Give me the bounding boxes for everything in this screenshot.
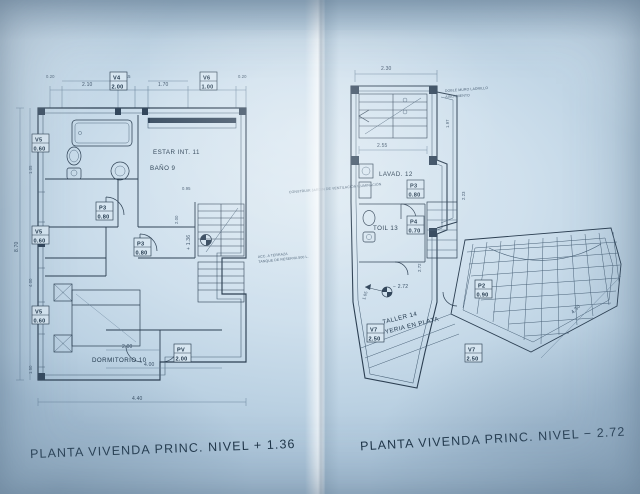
tag-P3-upper: P3 0.80 xyxy=(95,201,114,221)
tag-P3-lower-label: P3 xyxy=(137,242,144,248)
left-note-0: ACC. A TERRAZA xyxy=(258,252,289,259)
tag-right-V7-left: V7 2.50 xyxy=(366,323,385,343)
tag-V5-bottom: V5 0.60 xyxy=(31,305,50,325)
tag-right-P4-label: P4 xyxy=(410,220,418,226)
left-dim-bottom-2: 4.40 xyxy=(132,396,143,402)
right-dim-top-0: 2.30 xyxy=(381,66,392,72)
tag-right-V7R-size: 2.50 xyxy=(467,357,479,363)
left-level-text: + 1.36 xyxy=(186,235,192,250)
tag-right-P3-size: 0.80 xyxy=(409,193,421,199)
bed-furniture xyxy=(53,283,141,353)
bano-fixtures xyxy=(66,119,133,181)
right-plan-walls xyxy=(350,85,448,389)
tag-V4-size: 2.00 xyxy=(112,85,124,91)
right-note-1: AISLAMIENTO xyxy=(445,93,470,99)
tag-V6-label: V6 xyxy=(203,76,210,82)
tag-right-P4: P4 0.70 xyxy=(406,215,425,235)
left-chain-dim-2: 4.00 xyxy=(28,278,33,287)
left-plan-doors xyxy=(105,196,179,363)
right-dim-top-1: 2.55 xyxy=(377,143,388,149)
left-chain-dim-3: 1.50 xyxy=(28,365,33,374)
tag-PV-size: 2.00 xyxy=(176,357,188,363)
room-label-dormitorio: DORMITORIO 10 xyxy=(92,357,147,364)
room-label-estar: ESTAR INT. 11 xyxy=(153,149,200,156)
right-plan-doors xyxy=(394,203,458,307)
toilet-fixtures xyxy=(359,203,426,263)
tag-V4-label: V4 xyxy=(113,76,121,82)
light-well-hatch xyxy=(426,201,458,259)
tag-right-P2: P2 0.90 xyxy=(474,279,493,299)
left-note-1: TANQUE DE RESERVA 500 L. xyxy=(258,255,309,264)
level-marker-right xyxy=(364,284,393,298)
left-dim-bottom-0: 2.00 xyxy=(122,344,133,350)
left-dim-top-0: 0.20 xyxy=(46,74,55,79)
tag-P3-lower-size: 0.80 xyxy=(136,251,148,257)
right-top-dimension xyxy=(354,70,438,82)
tag-V5-mid-size: 0.60 xyxy=(34,239,46,245)
right-small-dim-1: 2.23 xyxy=(461,191,466,200)
tag-right-P3: P3 0.80 xyxy=(406,179,425,199)
tag-right-V7L-label: V7 xyxy=(370,328,377,334)
left-inner-dim-0: 0.95 xyxy=(182,186,191,191)
left-overall-dim-text: 8.70 xyxy=(14,241,20,252)
left-wall-windows xyxy=(38,191,45,368)
tag-right-P4-size: 0.70 xyxy=(409,229,421,235)
right-note-0: DOBLE MURO LADRILLO xyxy=(445,86,489,93)
left-plan-notes: ACC. A TERRAZA TANQUE DE RESERVA 500 L. xyxy=(258,252,309,264)
tag-V5-top-label: V5 xyxy=(35,138,42,144)
left-dim-top-1: 2.10 xyxy=(82,82,93,88)
tag-V4: V4 2.00 xyxy=(109,71,128,91)
tag-right-P3-label: P3 xyxy=(410,184,417,190)
left-plan-staircase xyxy=(197,203,245,303)
room-label-toil: TOIL 13 xyxy=(373,225,398,232)
tag-PV-label: PV xyxy=(177,348,185,354)
tag-right-V7-right: V7 2.50 xyxy=(464,343,483,363)
tag-V5-mid-label: V5 xyxy=(35,230,42,236)
tag-V5-top: V5 0.60 xyxy=(31,133,50,153)
right-small-dim-2: 1.05 xyxy=(361,290,369,300)
left-dim-top-3: 1.70 xyxy=(158,82,169,88)
right-plan-sill-lines xyxy=(360,313,460,369)
tag-V5-middle: V5 0.60 xyxy=(31,225,50,245)
tag-right-V7R-label: V7 xyxy=(468,348,475,354)
right-small-dim-0: 1.97 xyxy=(445,119,450,128)
left-dim-bottom-1: 4.00 xyxy=(144,362,155,368)
left-chain-dim-1: 1.05 xyxy=(28,165,33,174)
tag-right-P2-label: P2 xyxy=(478,284,485,290)
tag-V5-top-size: 0.60 xyxy=(34,147,46,153)
room-label-bano: BAÑO 9 xyxy=(150,165,176,172)
tag-P3-upper-label: P3 xyxy=(99,206,106,212)
right-plan-notes: DOBLE MURO LADRILLO AISLAMIENTO xyxy=(445,86,489,99)
right-plan-staircase xyxy=(358,93,428,139)
paper-fold-center-line xyxy=(318,0,324,494)
left-bottom-dimension-chain xyxy=(37,349,247,406)
tag-V5-bot-size: 0.60 xyxy=(34,319,46,325)
left-dim-top-4: 0.20 xyxy=(238,74,247,79)
tag-V5-bot-label: V5 xyxy=(35,310,42,316)
lavadero-fixtures xyxy=(358,163,374,199)
right-floor-plan: 2.30 xyxy=(289,52,625,422)
tag-PV: PV 2.00 xyxy=(173,343,192,363)
left-floor-plan: 0.20 2.10 0.15 1.70 0.20 xyxy=(10,62,310,422)
level-marker-left xyxy=(200,234,212,246)
tag-V6-size: 1.00 xyxy=(202,85,214,91)
right-dim-right-0: 4.30 xyxy=(570,304,582,316)
tag-right-V7L-size: 2.50 xyxy=(369,337,381,343)
tag-right-P2-size: 0.90 xyxy=(477,293,489,299)
right-plan-wing xyxy=(436,91,458,229)
left-inner-dim-1: 2.00 xyxy=(174,215,179,224)
caption-left: PLANTA VIVENDA PRINC. NIVEL + 1.36 xyxy=(29,436,296,462)
photo-shadow-top xyxy=(0,0,640,40)
tag-V6: V6 1.00 xyxy=(199,71,218,91)
right-dim-430-line xyxy=(540,275,622,359)
right-small-dim-3: 2.72 xyxy=(417,263,422,272)
right-level-text: − 2.72 xyxy=(393,284,408,290)
tag-P3-lower: P3 0.80 xyxy=(133,237,152,257)
room-label-lavad: LAVAD. 12 xyxy=(379,171,413,178)
caption-right: PLANTA VIVENDA PRINC. NIVEL − 2.72 xyxy=(359,424,626,454)
right-inner-dimension xyxy=(358,146,428,154)
pool-terrace xyxy=(450,227,622,353)
tag-P3-upper-size: 0.80 xyxy=(98,215,110,221)
